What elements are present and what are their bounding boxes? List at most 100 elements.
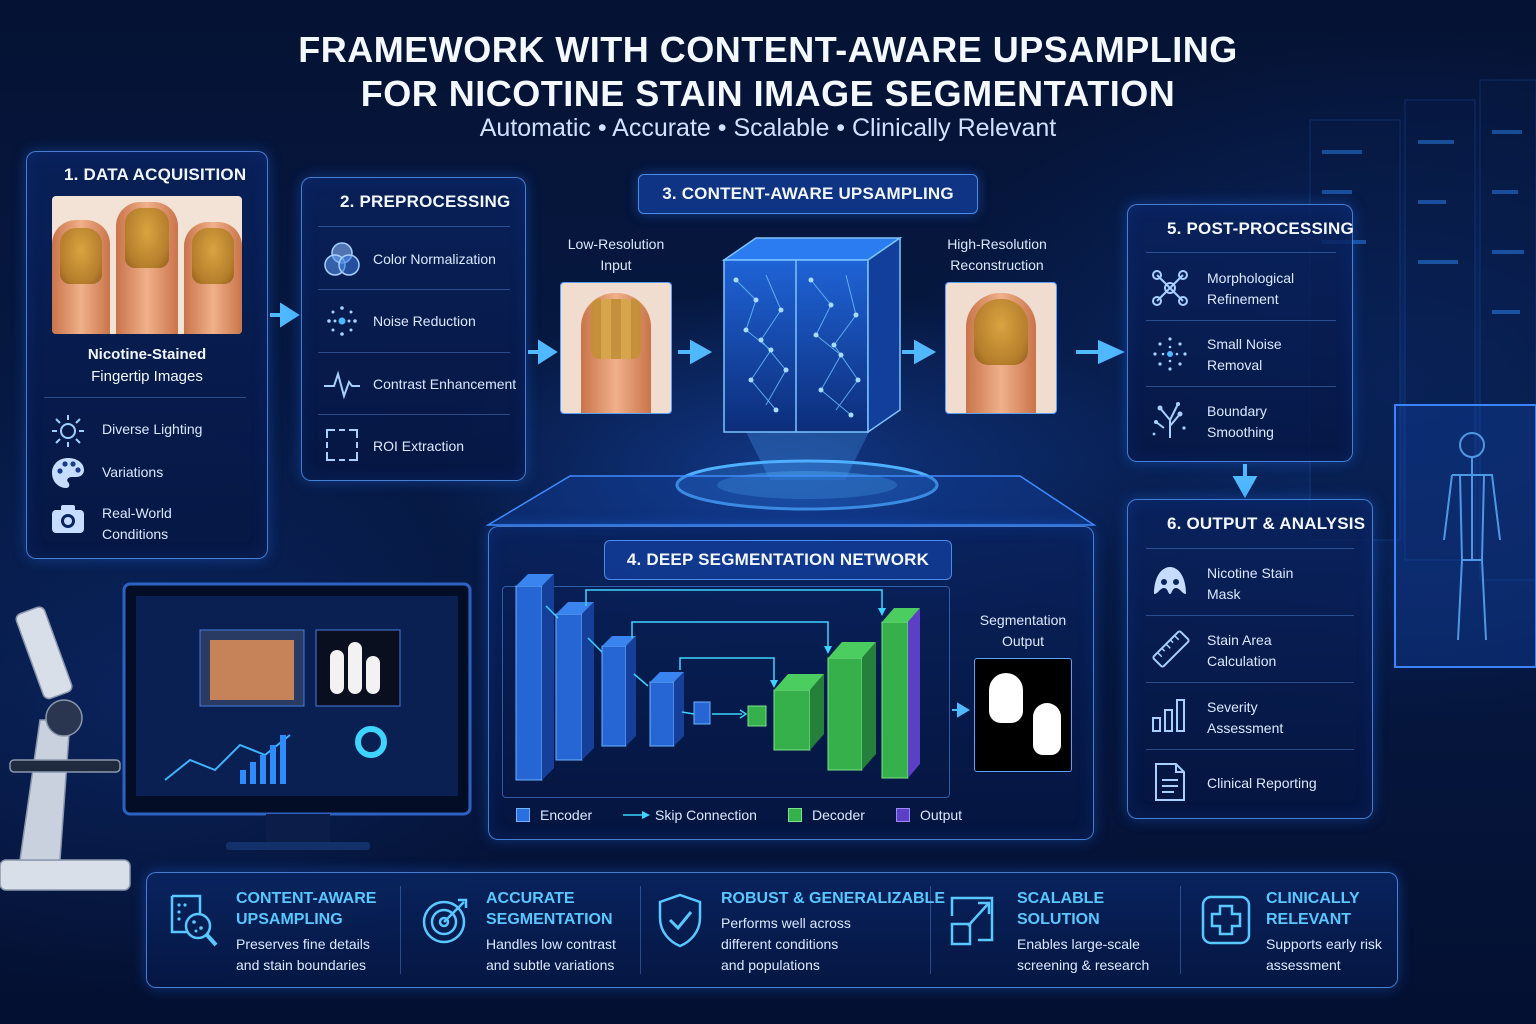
mask-icon [1154,567,1186,594]
feature-2-title-line-1: ACCURATE [486,890,575,907]
feature-1-title-line-2: UPSAMPLING [236,911,343,928]
feature-1-title: CONTENT-AWARE UPSAMPLING [236,888,376,930]
feature-2-title-line-2: SEGMENTATION [486,911,613,928]
legend-skip-swatch [623,811,650,819]
network-title: 4. DEEP SEGMENTATION NETWORK [626,550,930,569]
title-line-2: FOR NICOTINE STAIN IMAGE SEGMENTATION [360,73,1176,114]
color-circles-icon [324,242,360,276]
segmentation-output-label-line-1: Segmentation [979,612,1067,628]
shield-check-icon [658,893,702,948]
feature-5-title: CLINICALLY RELEVANT [1266,888,1360,930]
legend-output-swatch [896,808,910,822]
feature-2-desc-line-1: Handles low contrast [486,936,616,952]
feature-5-title-line-2: RELEVANT [1266,911,1352,928]
legend-encoder-swatch [516,808,530,822]
feature-4-desc-line-1: Enables large-scale [1017,936,1140,952]
high-res-label-line-2: Reconstruction [950,257,1044,273]
fingertip-caption-line-1: Nicotine-Stained [87,346,207,363]
unet-diagram [515,574,920,781]
preprocessing-panel [301,177,526,481]
fingertip-caption-line-2: Fingertip Images [91,368,203,385]
unet-frame [502,586,950,798]
legend-skip-label: Skip Connection [655,807,757,823]
feature-5-desc: Supports early risk assessment [1266,934,1382,976]
sun-icon [52,415,84,447]
scale-arrow-icon [950,896,994,946]
arrow-post-to-output [1232,464,1258,498]
low-res-label-line-2: Input [600,257,632,273]
feature-3-desc: Performs well across different condition… [721,913,851,976]
out-item-stain-mask-line-2: Mask [1207,586,1241,602]
acq-item-real-world: Real-World Conditions [102,503,172,545]
feature-3-title: ROBUST & GENERALIZABLE [721,890,945,907]
high-res-output-image [945,282,1057,414]
graph-nodes-icon [1152,270,1188,306]
out-item-stain-area-line-2: Calculation [1207,653,1277,669]
output-analysis-panel [1127,499,1373,819]
post-item-morphological-line-2: Refinement [1207,291,1279,307]
legend-decoder-swatch [788,808,802,822]
acq-item-lighting: Diverse Lighting [102,421,203,437]
high-res-label-line-1: High-Resolution [947,236,1047,252]
output-analysis-title: 6. OUTPUT & ANALYSIS [1167,514,1366,533]
low-res-input-image [560,282,672,414]
post-processing-panel [1127,204,1353,462]
post-item-small-noise-line-1: Small Noise [1207,336,1282,352]
network-title-box [604,540,952,580]
feature-1-desc-line-2: and stain boundaries [236,957,366,973]
feature-5-desc-line-1: Supports early risk [1266,936,1382,952]
feature-4-desc: Enables large-scale screening & research [1017,934,1149,976]
post-item-small-noise: Small Noise Removal [1207,334,1282,376]
feature-4-title-line-2: SOLUTION [1017,911,1100,928]
upsampling-title: 3. CONTENT-AWARE UPSAMPLING [662,184,954,203]
segmentation-output-label-line-2: Output [1001,633,1045,649]
feature-1-title-line-1: CONTENT-AWARE [236,890,377,907]
waveform-icon [324,370,360,400]
arrow-up-to-post [1076,339,1125,365]
feature-3-desc-line-3: and populations [721,957,820,973]
acq-item-real-world-line-2: Conditions [102,526,169,542]
acq-item-real-world-line-1: Real-World [102,505,172,521]
out-item-stain-area: Stain Area Calculation [1207,630,1276,672]
feature-1-desc: Preserves fine details and stain boundar… [236,934,370,976]
high-res-label: High-Resolution Reconstruction [922,234,1072,276]
acq-item-variations: Variations [102,464,164,480]
arrow-cube-to-high [902,339,937,365]
low-res-label: Low-Resolution Input [540,234,692,276]
medical-cross-icon [1201,895,1251,945]
out-item-stain-mask-line-1: Nicotine Stain [1207,565,1294,581]
post-item-boundary-line-2: Smoothing [1207,424,1274,440]
feature-3-desc-line-2: different conditions [721,936,839,952]
out-item-clinical-reporting: Clinical Reporting [1207,775,1317,791]
legend-output-label: Output [920,807,963,823]
arrow-net-to-output [952,702,970,718]
feature-4-desc-line-2: screening & research [1017,957,1150,973]
roi-bracket-icon [326,429,358,461]
arrow-low-to-cube [678,339,713,365]
pre-item-contrast-enhancement: Contrast Enhancement [373,376,517,392]
out-item-severity: Severity Assessment [1207,697,1283,739]
feature-2-title: ACCURATE SEGMENTATION [486,888,613,930]
feature-5-desc-line-2: assessment [1266,957,1341,973]
out-item-stain-area-line-1: Stain Area [1207,632,1272,648]
dots-icon [327,306,357,336]
post-item-morphological: Morphological Refinement [1207,268,1294,310]
data-acquisition-title: 1. DATA ACQUISITION [64,165,247,184]
feature-4-title-line-1: SCALABLE [1017,890,1105,907]
scatter-dots-icon [1153,337,1187,371]
post-item-boundary-line-1: Boundary [1207,403,1267,419]
feature-5-title-line-1: CLINICALLY [1266,890,1360,907]
segmentation-output-label: Segmentation Output [960,610,1086,652]
upsampling-title-box [638,174,978,214]
document-icon [1155,763,1185,801]
fingertip-caption: Nicotine-Stained Fingertip Images [26,344,268,388]
pre-item-color-normalization: Color Normalization [373,251,496,267]
feature-1-desc-line-1: Preserves fine details [236,936,370,952]
palette-icon [52,458,84,488]
page-subtitle: Automatic • Accurate • Scalable • Clinic… [479,114,1057,142]
feature-strip [146,872,1398,988]
out-item-stain-mask: Nicotine Stain Mask [1207,563,1293,605]
branch-icon [1152,402,1186,438]
post-processing-title: 5. POST-PROCESSING [1167,219,1354,238]
post-item-boundary: Boundary Smoothing [1207,401,1274,443]
